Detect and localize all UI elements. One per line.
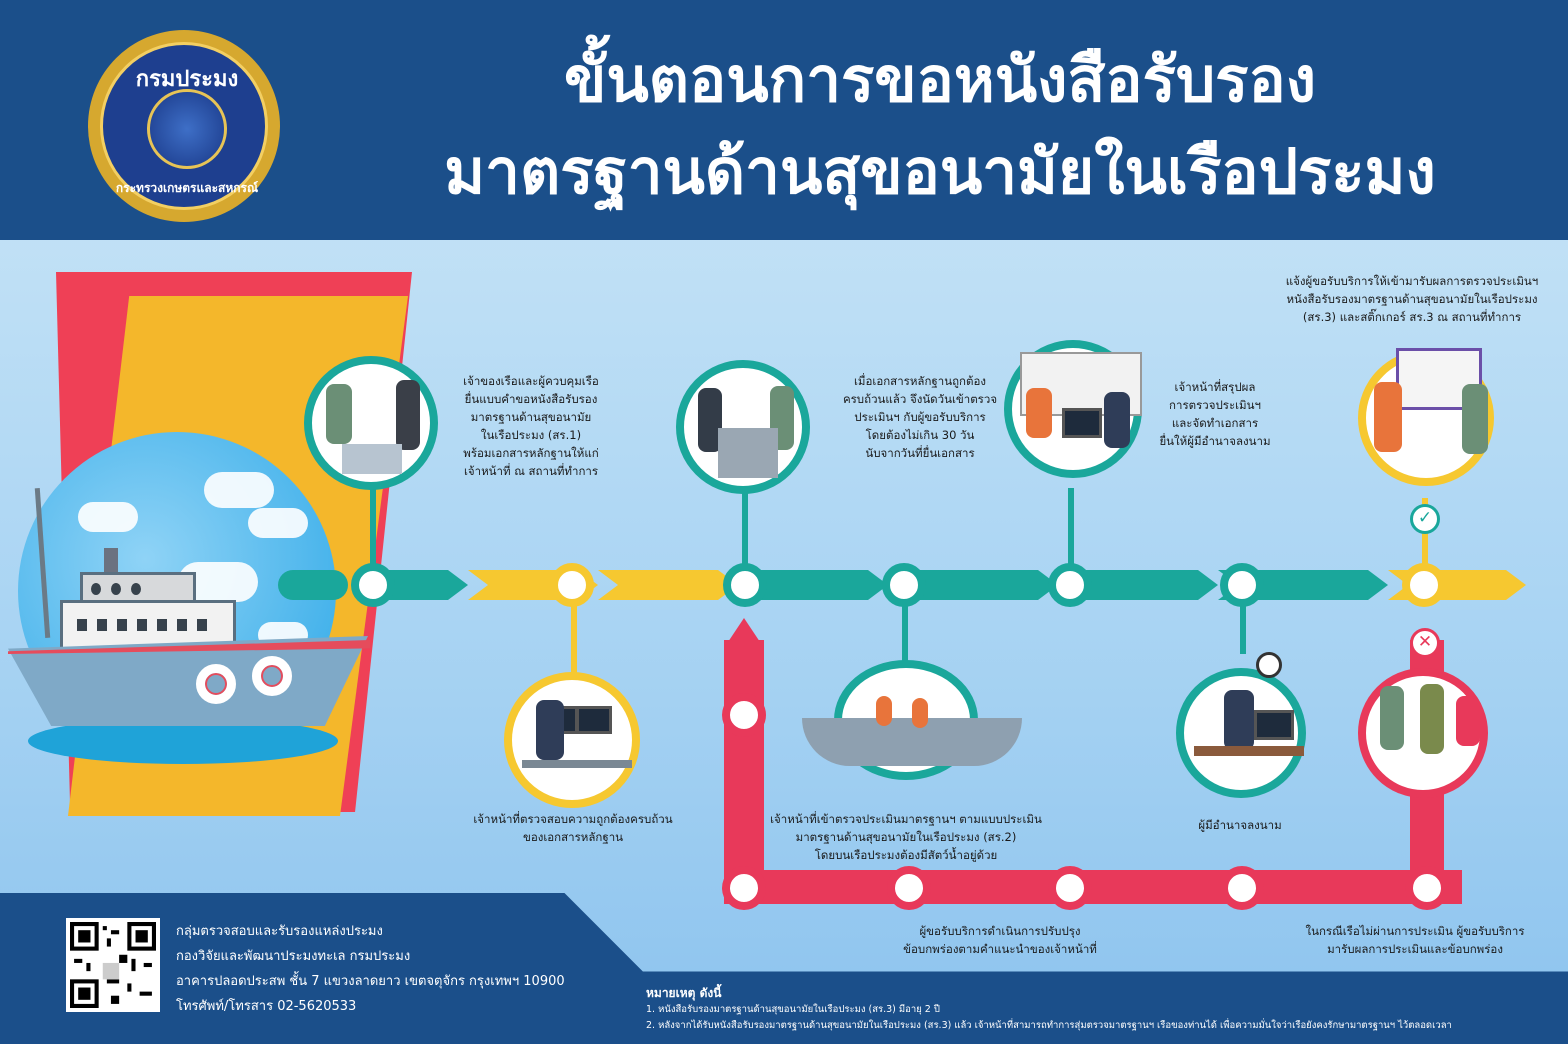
note-2: 2. หลังจากได้รับหนังสือรับรองมาตรฐานด้าน… xyxy=(646,1020,1452,1031)
illustration-step6 xyxy=(1176,668,1306,798)
footer-notes-band xyxy=(640,972,1568,1044)
timeline-node-1 xyxy=(351,563,395,607)
logo-bottom-text: กระทรวงเกษตรและสหกรณ์ xyxy=(115,181,259,195)
qr-code[interactable] xyxy=(66,918,160,1012)
step7-text: แจ้งผู้ขอรับบริการให้เข้ามารับผลการตรวจป… xyxy=(1285,274,1539,324)
illustration-step1 xyxy=(304,356,438,490)
loop-node-b5 xyxy=(1405,866,1449,910)
loop-node-b1 xyxy=(722,866,766,910)
department-logo: กรมประมง กระทรวงเกษตรและสหกรณ์ xyxy=(88,30,280,222)
lifebuoy-icon xyxy=(196,664,236,704)
step3-text: เมื่อเอกสารหลักฐานถูกต้อง ครบถ้วนแล้ว จึ… xyxy=(842,374,998,460)
logo-top-text: กรมประมง xyxy=(135,67,239,92)
timeline-node-7 xyxy=(1402,563,1446,607)
contact-line-1: กลุ่มตรวจสอบและรับรองแหล่งประมง xyxy=(176,924,383,939)
timeline-node-5 xyxy=(1048,563,1092,607)
timeline-node-4 xyxy=(882,563,926,607)
loop-node-b3 xyxy=(1048,866,1092,910)
red-track-arrow xyxy=(724,618,764,648)
red-track-left xyxy=(724,640,764,902)
timeline-node-6 xyxy=(1220,563,1264,607)
connector-1 xyxy=(370,488,376,572)
notes-title: หมายเหตุ ดังนี้ xyxy=(646,986,722,1000)
boat-chimney xyxy=(104,548,118,574)
step1-text: เจ้าของเรือและผู้ควบคุมเรือ ยื่นแบบคำขอห… xyxy=(463,374,599,478)
contact-line-4: โทรศัพท์/โทรสาร 02-5620533 xyxy=(176,999,357,1014)
step4-text: เจ้าหน้าที่เข้าตรวจประเมินมาตรฐานฯ ตามแบ… xyxy=(770,812,1042,862)
page-title-line1: ขั้นตอนการขอหนังสือรับรอง xyxy=(564,43,1316,116)
loop-node-left xyxy=(722,693,766,737)
check-icon: ✓ xyxy=(1410,504,1440,534)
illustration-step5 xyxy=(1004,340,1142,478)
timeline-node-3 xyxy=(723,563,767,607)
connector-4 xyxy=(902,604,908,668)
step8-text: ในกรณีเรือไม่ผ่านการประเมิน ผู้ขอรับบริก… xyxy=(1305,924,1525,956)
connector-7 xyxy=(1422,498,1428,572)
loop-node-b2 xyxy=(887,866,931,910)
contact-line-3: อาคารปลอดประสพ ชั้น 7 แขวงลาดยาว เขตจตุจ… xyxy=(176,974,565,989)
illustration-step4 xyxy=(802,660,1022,780)
red-track-bottom xyxy=(724,870,1462,904)
cross-icon: ✕ xyxy=(1410,628,1440,658)
timeline-node-2 xyxy=(550,563,594,607)
illustration-step3 xyxy=(676,360,810,494)
contact-line-2: กองวิจัยและพัฒนาประมงทะเล กรมประมง xyxy=(176,949,411,964)
lifebuoy-icon xyxy=(252,656,292,696)
connector-2 xyxy=(571,604,577,684)
connector-3 xyxy=(742,488,748,572)
step5-text: เจ้าหน้าที่สรุปผล การตรวจประเมินฯ และจัด… xyxy=(1159,380,1271,448)
illustration-step7 xyxy=(1358,348,1494,486)
step2-text: เจ้าหน้าที่ตรวจสอบความถูกต้องครบถ้วน ของ… xyxy=(473,812,673,844)
illustration-step8 xyxy=(1358,668,1488,798)
connector-6 xyxy=(1240,604,1246,654)
step6-text: ผู้มีอำนาจลงนาม xyxy=(1198,818,1282,832)
clock-icon xyxy=(1256,652,1282,678)
header-banner: กรมประมง กระทรวงเกษตรและสหกรณ์ ขั้นตอนกา… xyxy=(0,0,1568,240)
emblem-icon xyxy=(147,89,227,169)
qr-pattern xyxy=(70,922,156,1008)
note-1: 1. หนังสือรับรองมาตรฐานด้านสุขอนามัยในเร… xyxy=(646,1004,940,1015)
page-title-line2: มาตรฐานด้านสุขอนามัยในเรือประมง xyxy=(444,135,1436,208)
step9-text: ผู้ขอรับบริการดำเนินการปรับปรุง ข้อบกพร่… xyxy=(903,924,1097,956)
connector-5 xyxy=(1068,488,1074,572)
illustration-step2 xyxy=(504,672,640,808)
loop-node-b4 xyxy=(1220,866,1264,910)
